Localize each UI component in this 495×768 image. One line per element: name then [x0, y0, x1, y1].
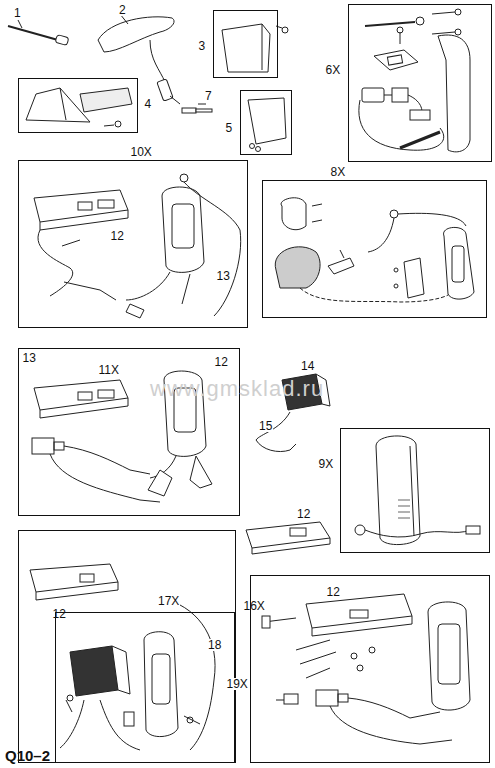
- parts-frame: 4: [18, 78, 138, 133]
- callout-number: 19X: [226, 678, 249, 690]
- callout-number: 10X: [130, 146, 153, 158]
- callout-number: 3: [198, 40, 207, 52]
- callout-number: 18: [207, 639, 222, 651]
- callout-number: 9X: [318, 458, 335, 470]
- callout-number: 13: [22, 352, 37, 364]
- parts-frame: 6X: [348, 4, 492, 162]
- callout-number: 5: [225, 122, 234, 134]
- callout-number: 15: [258, 420, 273, 432]
- parts-frame: 9X: [340, 428, 490, 553]
- callout-number: 8X: [330, 166, 347, 178]
- callout-number: 12: [296, 508, 311, 520]
- callout-number: 13: [216, 270, 231, 282]
- parts-frame: 8X: [262, 180, 487, 318]
- callout-number: 4: [144, 98, 153, 110]
- figure-caption: Q10–2: [5, 748, 50, 763]
- parts-frame: 19X12: [250, 575, 490, 763]
- parts-frame: 3: [213, 10, 278, 78]
- parts-frame: 17X18: [55, 612, 235, 763]
- callout-number: 12: [326, 586, 341, 598]
- callout-number: 11X: [98, 364, 120, 376]
- callout-number: 14: [300, 360, 315, 372]
- parts-frame: 5: [240, 90, 292, 155]
- watermark: www.gmsklad.ru: [150, 378, 324, 400]
- parts-frame: 11X 12 13: [18, 348, 240, 516]
- callout-number: 17X: [157, 595, 180, 607]
- callout-number: 16X: [243, 600, 266, 612]
- callout-number: 12: [214, 356, 229, 368]
- callout-number: 6X: [325, 64, 342, 76]
- callout-number: 1: [13, 7, 22, 19]
- parts-frame: 10X1213: [18, 160, 248, 328]
- callout-number: 7: [204, 90, 213, 102]
- parts-frame: 16X1217X18: [18, 530, 236, 763]
- callout-number: 12: [110, 230, 125, 242]
- callout-number: 2: [118, 4, 127, 16]
